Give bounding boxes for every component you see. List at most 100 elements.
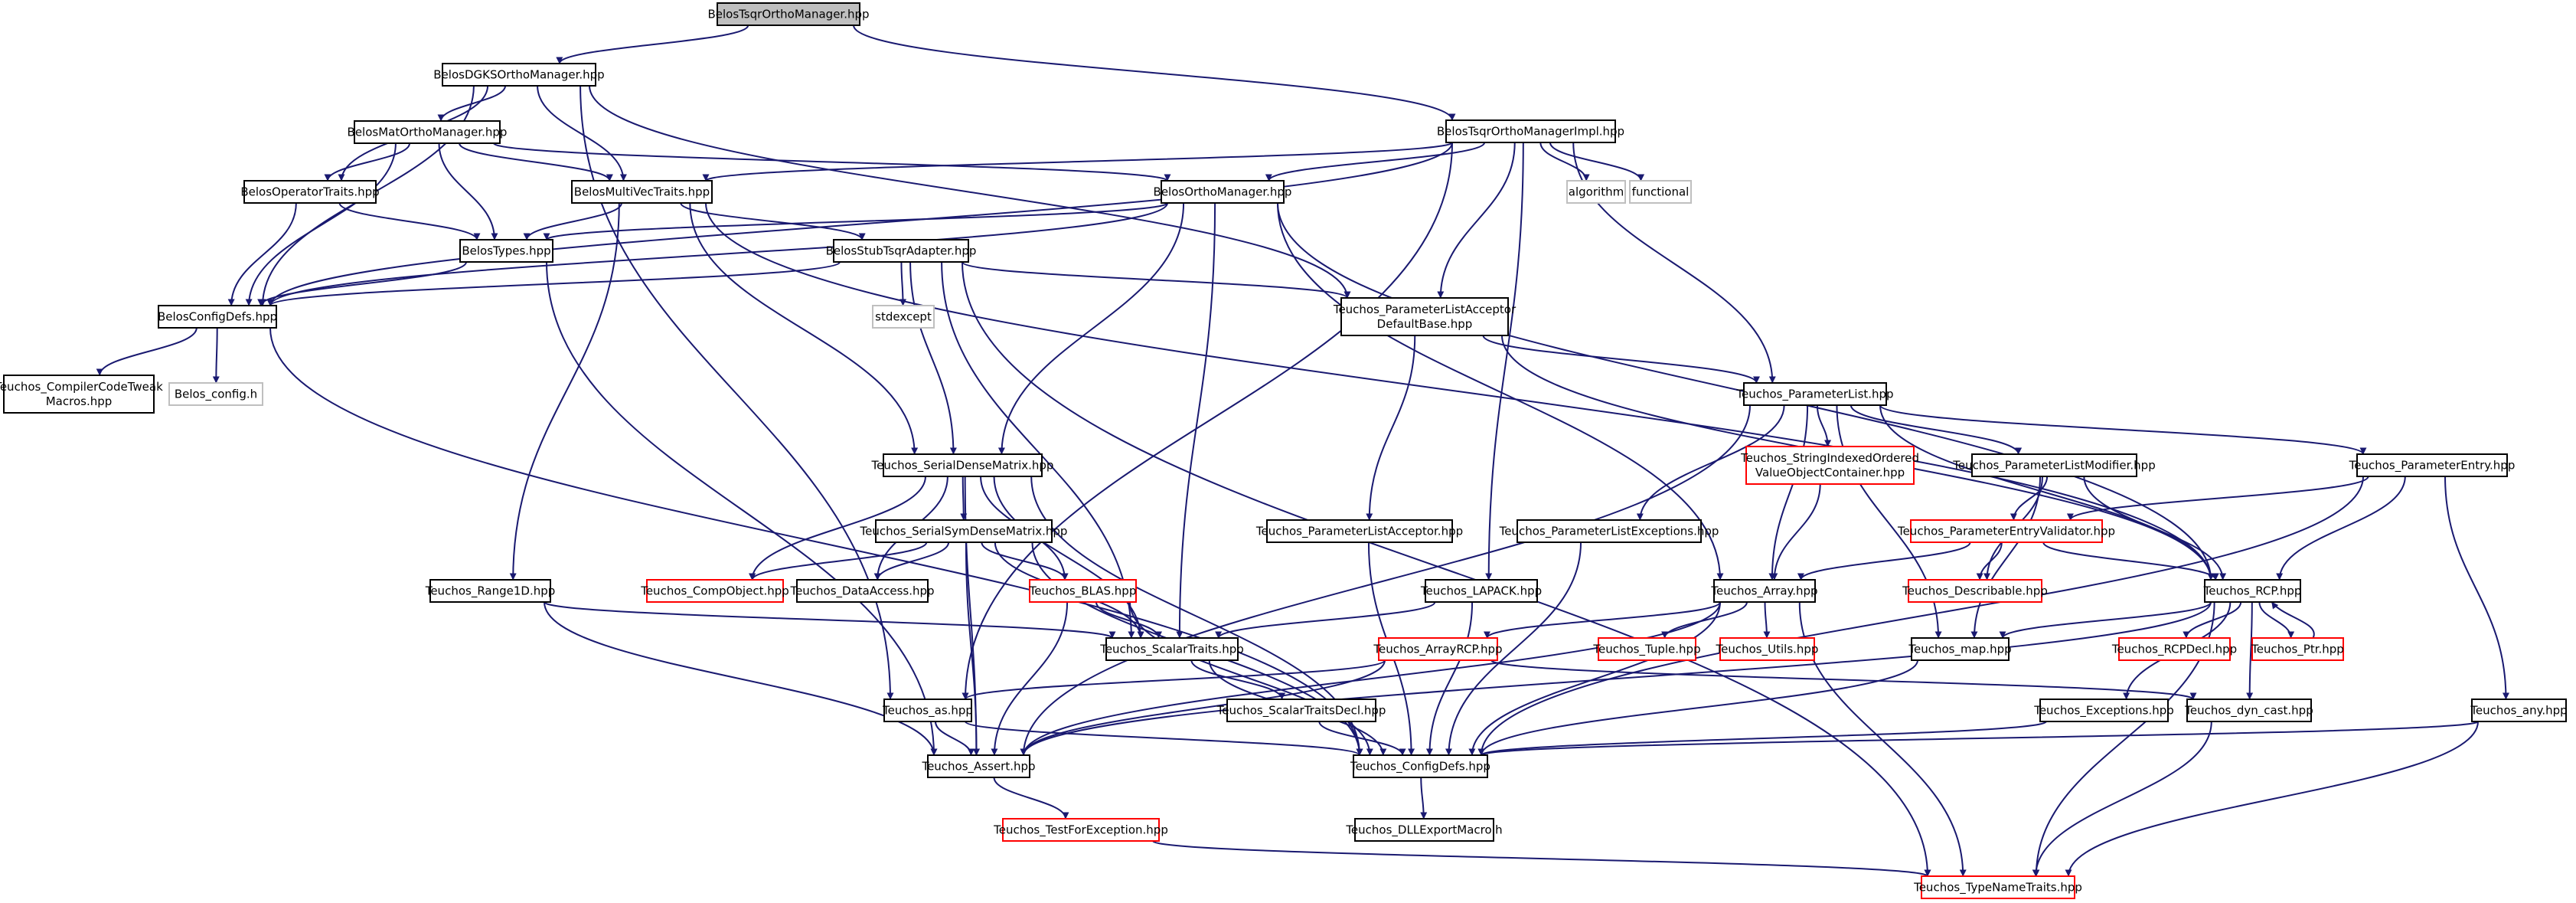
- node-rcpdecl[interactable]: Teuchos_RCPDecl.hpp: [2111, 637, 2237, 661]
- edge-dgks-to-mvtraits: [537, 85, 627, 182]
- edge-any-to-tconfigdefs: [1478, 721, 2479, 756]
- node-algorithm[interactable]: algorithm: [1566, 180, 1626, 204]
- node-utils[interactable]: Teuchos_Utils.hpp: [1716, 637, 1819, 661]
- edge-pev-to-array: [1797, 541, 1971, 581]
- node-plmod[interactable]: Teuchos_ParameterListModifier.hpp: [1952, 453, 2156, 477]
- node-matortho[interactable]: BelosMatOrthoManager.hpp: [348, 120, 508, 144]
- node-exceptions[interactable]: Teuchos_Exceptions.hpp: [2033, 699, 2174, 722]
- node-types[interactable]: BelosTypes.hpp: [459, 239, 553, 263]
- edge-sdm-to-scalartraits: [993, 476, 1144, 639]
- edge-blas-to-scalartraits: [1095, 601, 1162, 639]
- node-label: Teuchos_Ptr.hpp: [2251, 643, 2344, 657]
- node-box: [1425, 579, 1538, 603]
- node-label: Teuchos_ParameterEntry.hpp: [2349, 459, 2516, 473]
- node-arrayrcp[interactable]: Teuchos_ArrayRCP.hpp: [1373, 637, 1503, 661]
- node-ssdm[interactable]: Teuchos_SerialSymDenseMatrix.hpp: [860, 519, 1068, 543]
- node-typenametraits[interactable]: Teuchos_TypeNameTraits.hpp: [1913, 875, 2082, 899]
- node-box: [1445, 119, 1616, 143]
- node-any[interactable]: Teuchos_any.hpp: [2470, 699, 2568, 722]
- node-box: [1517, 519, 1702, 543]
- edge-map-to-tconfigdefs: [1477, 659, 1918, 756]
- node-tsqrimpl[interactable]: BelosTsqrOrthoManagerImpl.hpp: [1437, 119, 1624, 143]
- node-as[interactable]: Teuchos_as.hpp: [882, 699, 973, 722]
- edge-scalartraits-to-stdecl: [1190, 659, 1286, 700]
- node-plexc[interactable]: Teuchos_ParameterListExceptions.hpp: [1499, 519, 1719, 543]
- node-box: [243, 180, 377, 204]
- node-box: [459, 239, 553, 263]
- node-plist[interactable]: Teuchos_ParameterList.hpp: [1735, 382, 1894, 406]
- node-map[interactable]: Teuchos_map.hpp: [1908, 637, 2012, 661]
- node-dyncast[interactable]: Teuchos_dyn_cast.hpp: [2184, 699, 2313, 722]
- node-box: [158, 305, 277, 329]
- node-box: [2118, 637, 2231, 661]
- node-pev[interactable]: Teuchos_ParameterEntryValidator.hpp: [1897, 519, 2115, 543]
- node-sdm[interactable]: Teuchos_SerialDenseMatrix.hpp: [871, 453, 1054, 477]
- node-box: [1340, 297, 1509, 336]
- edge-orthomgr-to-array: [1277, 202, 1724, 581]
- node-box: [1745, 446, 1915, 485]
- node-scalartraits[interactable]: Teuchos_ScalarTraits.hpp: [1099, 637, 1244, 661]
- node-dgks[interactable]: BelosDGKSOrthoManager.hpp: [433, 63, 605, 87]
- node-label: Teuchos_map.hpp: [1908, 643, 2011, 657]
- node-pentry[interactable]: Teuchos_ParameterEntry.hpp: [2349, 453, 2516, 477]
- node-tconfigdefs[interactable]: Teuchos_ConfigDefs.hpp: [1350, 754, 1490, 778]
- node-placcept[interactable]: Teuchos_ParameterListAcceptor.hpp: [1255, 519, 1463, 543]
- node-box: [1002, 818, 1160, 842]
- edge-orthomgr-to-configdefs: [266, 202, 1168, 306]
- node-stubtsqr[interactable]: BelosStubTsqrAdapter.hpp: [826, 239, 977, 263]
- edge-ptr-to-rcp: [2271, 601, 2315, 639]
- edge-pentry-to-rcp: [2276, 476, 2406, 581]
- node-ptr[interactable]: Teuchos_Ptr.hpp: [2251, 637, 2344, 661]
- edge-tsqrimpl-to-plist: [1572, 142, 1776, 384]
- node-label: Teuchos_CompObject.hpp: [640, 584, 789, 599]
- node-optraits[interactable]: BelosOperatorTraits.hpp: [240, 180, 380, 204]
- node-stdecl[interactable]: Teuchos_ScalarTraitsDecl.hpp: [1216, 699, 1386, 722]
- edge-configdefs-to-compiler: [96, 327, 198, 376]
- node-tsqr[interactable]: BelosTsqrOrthoManager.hpp: [707, 2, 870, 26]
- node-label: Teuchos_ScalarTraits.hpp: [1099, 643, 1244, 657]
- node-belosconfig[interactable]: Belos_config.h: [168, 382, 263, 406]
- node-testforexc[interactable]: Teuchos_TestForException.hpp: [993, 818, 1168, 842]
- edge-ssdm-to-blas: [981, 541, 1069, 581]
- node-label: Teuchos_RCP.hpp: [2203, 584, 2302, 599]
- node-array[interactable]: Teuchos_Array.hpp: [1710, 579, 1818, 603]
- edge-matortho-to-types: [438, 142, 498, 240]
- node-orthomgr[interactable]: BelosOrthoManager.hpp: [1154, 180, 1292, 204]
- node-describable[interactable]: Teuchos_Describable.hpp: [1902, 579, 2048, 603]
- node-box: [1566, 180, 1626, 204]
- node-box: [1029, 579, 1137, 603]
- node-dataaccess[interactable]: Teuchos_DataAccess.hpp: [789, 579, 935, 603]
- node-label: Teuchos_ParameterList.hpp: [1735, 388, 1893, 402]
- node-tuple[interactable]: Teuchos_Tuple.hpp: [1592, 637, 1701, 661]
- node-label: Teuchos_Range1D.hpp: [425, 584, 556, 599]
- node-range1d[interactable]: Teuchos_Range1D.hpp: [425, 579, 556, 603]
- node-functional[interactable]: functional: [1629, 180, 1692, 204]
- node-blas[interactable]: Teuchos_BLAS.hpp: [1029, 579, 1137, 603]
- node-box: [833, 239, 969, 263]
- node-label: Teuchos_ArrayRCP.hpp: [1373, 643, 1502, 657]
- node-box: [2356, 453, 2508, 477]
- node-compobj[interactable]: Teuchos_CompObject.hpp: [640, 579, 789, 603]
- node-rcp[interactable]: Teuchos_RCP.hpp: [2203, 579, 2302, 603]
- node-label: Teuchos_ParameterListAcceptor.hpp: [1255, 525, 1463, 539]
- node-lapack[interactable]: Teuchos_LAPACK.hpp: [1420, 579, 1542, 603]
- node-stdexcept[interactable]: stdexcept: [872, 305, 935, 329]
- node-label: Teuchos_DLLExportMacro.h: [1345, 823, 1502, 838]
- node-configdefs[interactable]: BelosConfigDefs.hpp: [158, 305, 277, 329]
- node-box: [1354, 818, 1494, 842]
- node-label: Teuchos_LAPACK.hpp: [1420, 584, 1542, 599]
- node-dllexport[interactable]: Teuchos_DLLExportMacro.h: [1345, 818, 1503, 842]
- edge-matortho-to-orthomgr: [493, 142, 1171, 182]
- node-box: [1719, 637, 1815, 661]
- edge-plmod-to-rcp: [2083, 476, 2227, 581]
- node-assert[interactable]: Teuchos_Assert.hpp: [921, 754, 1036, 778]
- node-mvtraits[interactable]: BelosMultiVecTraits.hpp: [571, 180, 713, 204]
- node-box: [2251, 637, 2344, 661]
- edge-exceptions-to-tconfigdefs: [1477, 721, 2047, 756]
- edge-dgks-to-as: [580, 85, 894, 700]
- node-box: [717, 2, 860, 26]
